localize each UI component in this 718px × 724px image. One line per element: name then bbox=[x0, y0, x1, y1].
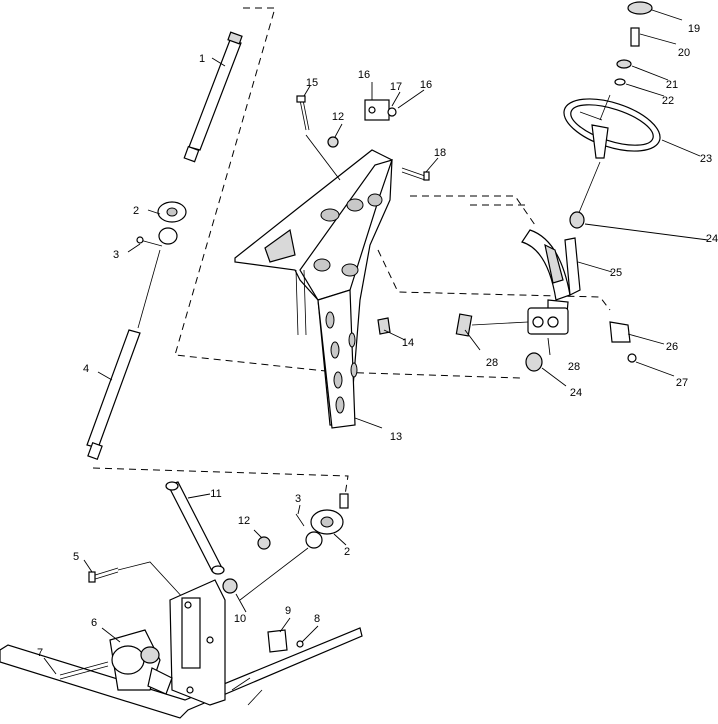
callout-c12a: 12 bbox=[332, 111, 344, 123]
callout-c1: 1 bbox=[199, 53, 205, 65]
upper-bushing bbox=[569, 211, 709, 241]
callout-c8: 8 bbox=[314, 613, 320, 625]
bracket-bolt-15 bbox=[296, 85, 341, 181]
callout-c4: 4 bbox=[83, 363, 89, 375]
callout-c12b: 12 bbox=[238, 515, 250, 527]
callout-c19: 19 bbox=[688, 23, 700, 35]
bracket-bolt-14 bbox=[377, 317, 406, 341]
column-clamp-hardware bbox=[455, 307, 675, 387]
side-bolt-18 bbox=[401, 157, 439, 181]
callout-c28b: 28 bbox=[568, 361, 580, 373]
callout-c6: 6 bbox=[91, 617, 97, 629]
callout-c22: 22 bbox=[662, 95, 674, 107]
callout-c9: 9 bbox=[285, 605, 291, 617]
lower-steering-shaft bbox=[86, 249, 161, 461]
tie-rod bbox=[165, 481, 225, 575]
callout-c20: 20 bbox=[678, 47, 690, 59]
callout-c7: 7 bbox=[37, 647, 43, 659]
callout-c13: 13 bbox=[390, 431, 402, 443]
callout-c24a: 24 bbox=[706, 233, 718, 245]
callout-c21: 21 bbox=[666, 79, 678, 91]
callout-c18: 18 bbox=[434, 147, 446, 159]
callout-c2a: 2 bbox=[133, 205, 139, 217]
callout-c10: 10 bbox=[234, 613, 246, 625]
callout-c5: 5 bbox=[73, 551, 79, 563]
assembly-dashed-lines bbox=[92, 7, 611, 496]
pitman-bolt-5 bbox=[83, 559, 186, 601]
callout-c27: 27 bbox=[676, 377, 688, 389]
lower-universal-joint bbox=[239, 493, 349, 601]
callout-c11: 11 bbox=[210, 488, 221, 500]
upper-universal-joint bbox=[147, 201, 187, 245]
bushing-10 bbox=[222, 578, 247, 613]
upper-joint-bolt bbox=[127, 236, 163, 253]
callout-c15: 15 bbox=[306, 77, 318, 89]
callout-c16a: 16 bbox=[358, 69, 370, 81]
upper-steering-shaft bbox=[183, 31, 243, 163]
steering-support-bracket bbox=[234, 149, 393, 429]
clamp-block bbox=[364, 82, 425, 121]
frame-plate-steering-gear bbox=[0, 579, 363, 719]
callout-c17: 17 bbox=[390, 81, 402, 93]
callout-c28a: 28 bbox=[486, 357, 498, 369]
steering-wheel-stack bbox=[563, 1, 701, 216]
callout-c16b: 16 bbox=[420, 79, 432, 91]
callout-c3a: 3 bbox=[113, 249, 119, 261]
callout-c25: 25 bbox=[610, 267, 622, 279]
callout-c2b: 2 bbox=[344, 546, 350, 558]
callout-c3b: 3 bbox=[295, 493, 301, 505]
callout-c14: 14 bbox=[402, 337, 414, 349]
callout-c24b: 24 bbox=[570, 387, 582, 399]
upper-nut bbox=[327, 123, 343, 148]
callout-c26: 26 bbox=[666, 341, 678, 353]
callout-c23: 23 bbox=[700, 153, 712, 165]
lower-nut bbox=[253, 529, 271, 550]
